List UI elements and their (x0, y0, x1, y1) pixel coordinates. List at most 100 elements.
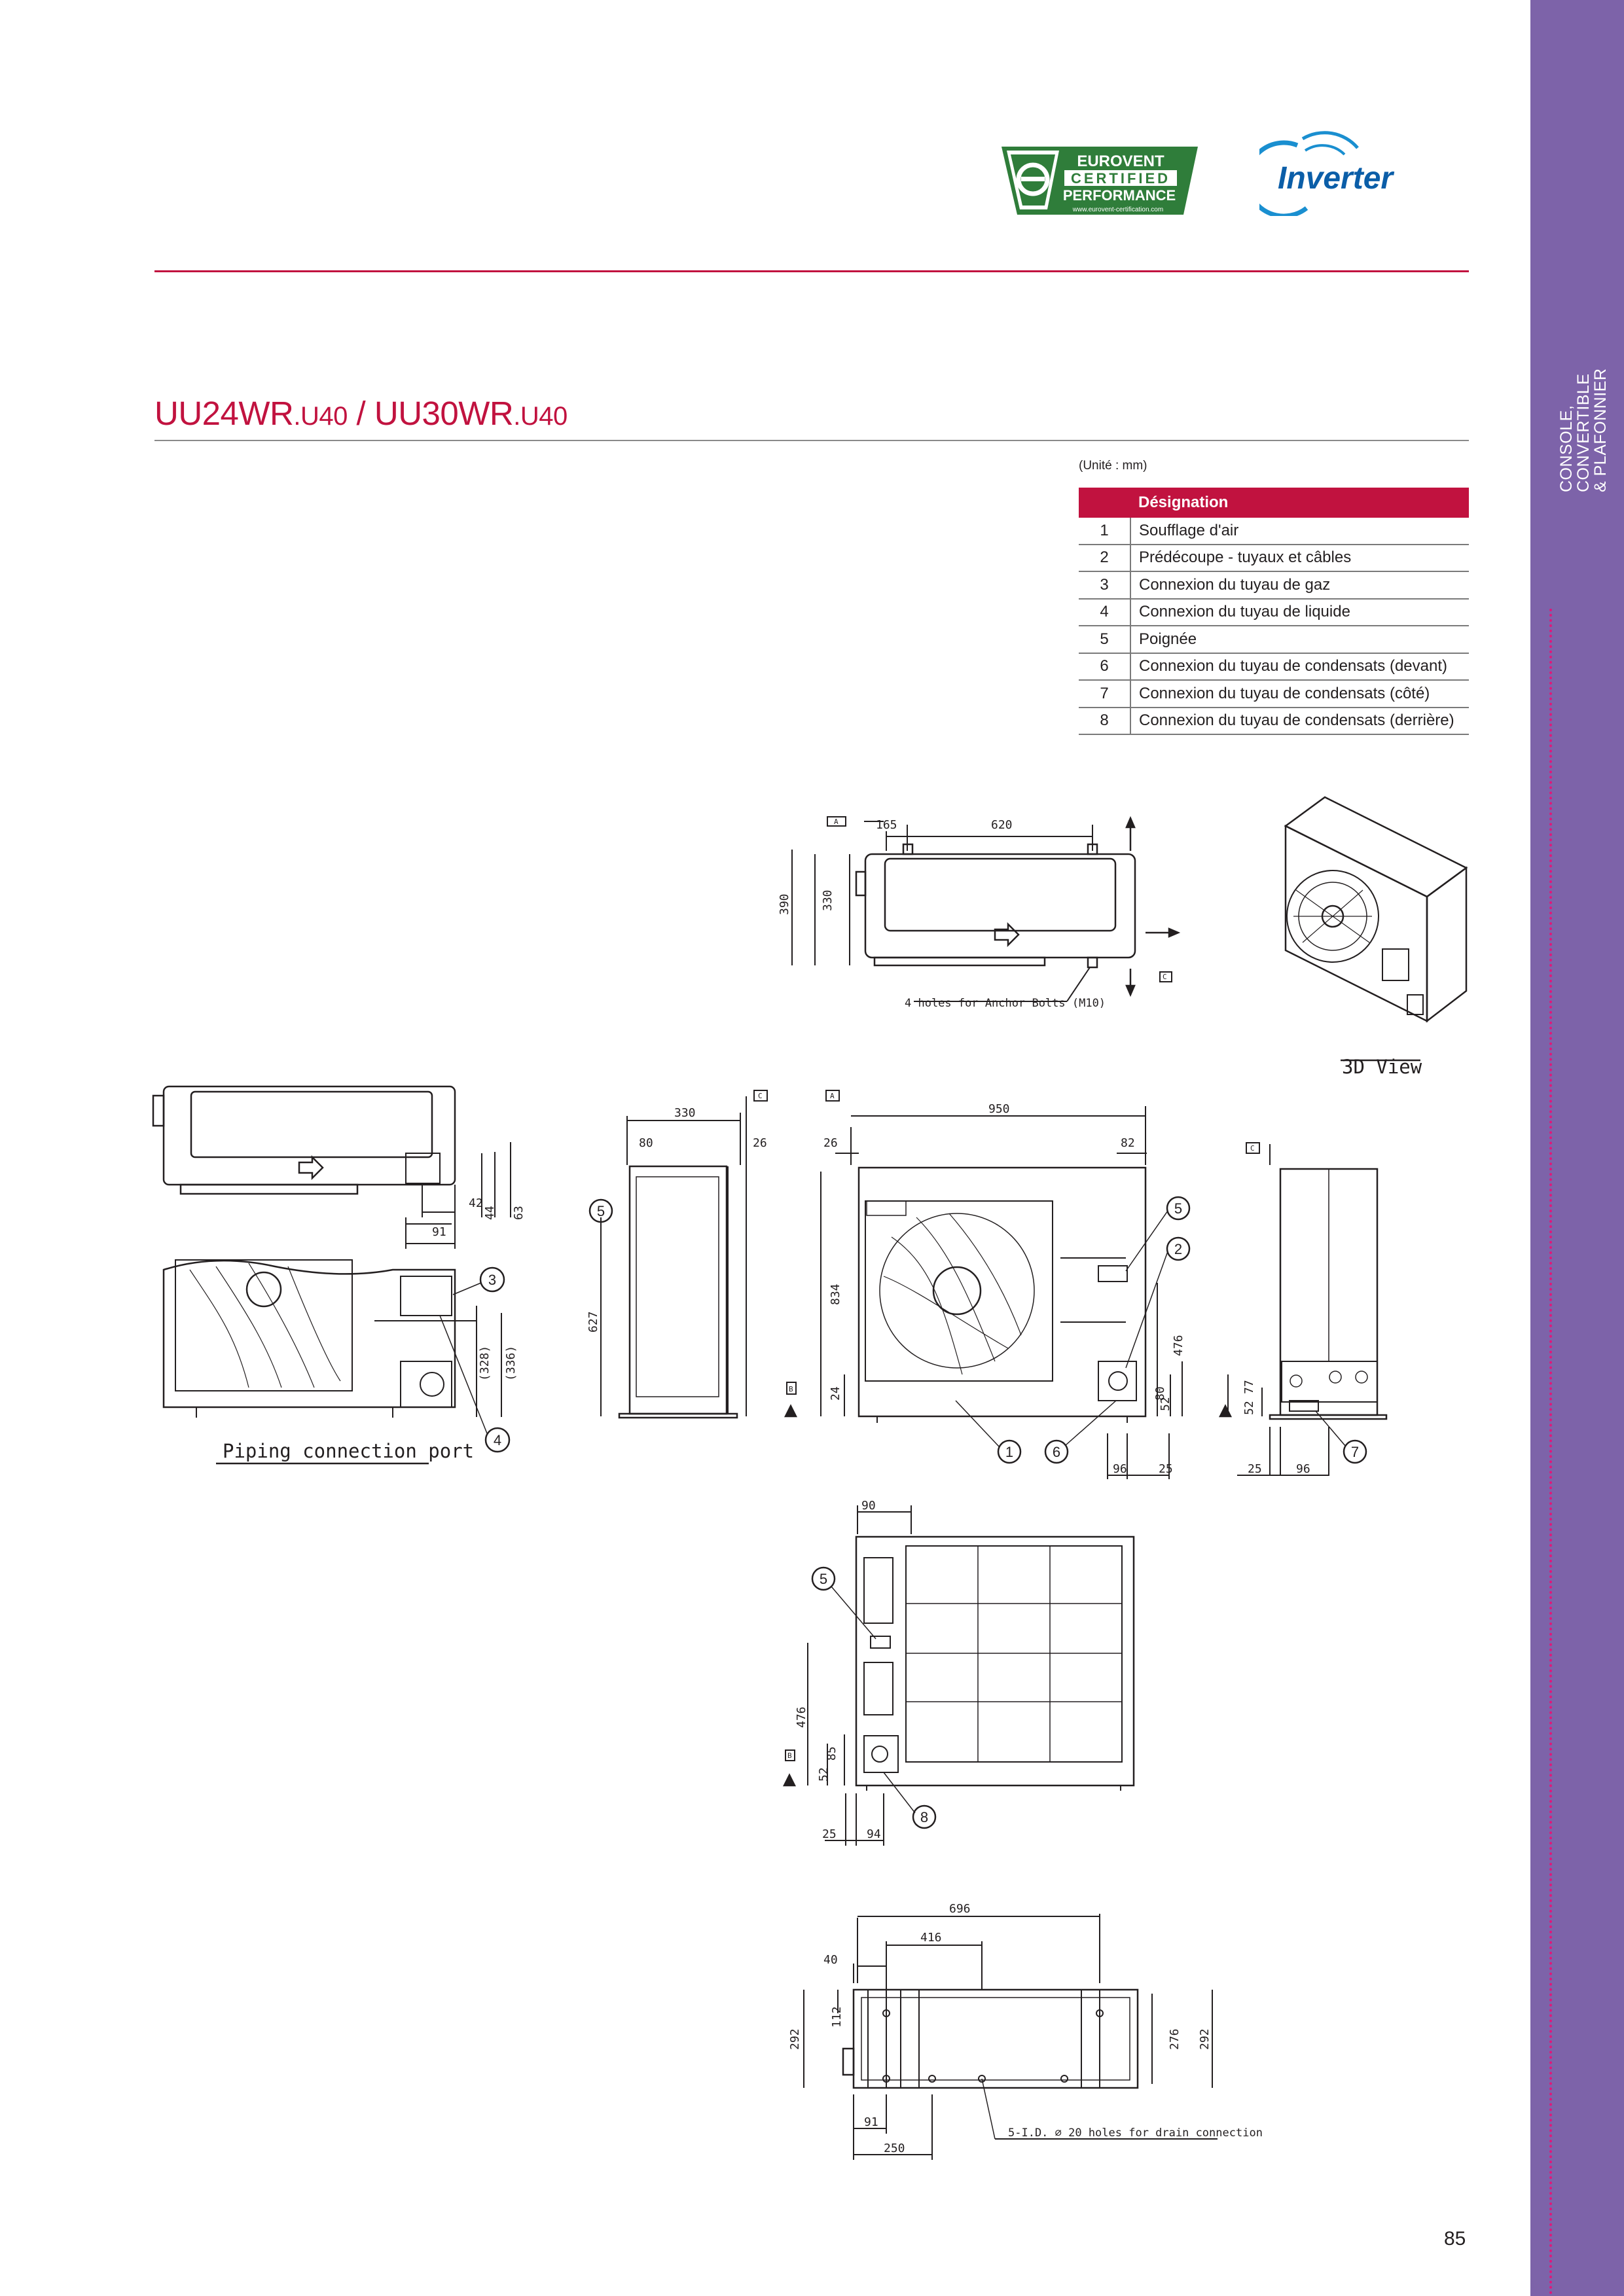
page-number: 85 (1444, 2228, 1466, 2250)
row-label: Connexion du tuyau de condensats (derriè… (1130, 707, 1469, 735)
dim-base-250: 250 (884, 2142, 905, 2155)
datum-b-front: B (789, 1385, 793, 1393)
dim-pipe-63: 63 (512, 1206, 526, 1220)
datum-c: C (1163, 973, 1167, 981)
dim-base-112: 112 (830, 2006, 844, 2028)
page-title: UU24WR.U40 / UU30WR.U40 (154, 395, 568, 432)
dim-right-77: 77 (1242, 1380, 1256, 1394)
dim-base-292-left: 292 (788, 2028, 802, 2050)
svg-text:www.eurovent-certification.com: www.eurovent-certification.com (1072, 206, 1163, 213)
unit-note: (Unité : mm) (1079, 459, 1147, 473)
row-number: 5 (1079, 626, 1131, 654)
dim-base-276: 276 (1168, 2028, 1182, 2050)
callout-5-rear: 5 (820, 1571, 827, 1587)
header-rule (154, 270, 1469, 272)
callout-5-front: 5 (1174, 1200, 1182, 1217)
datum-b-rear: B (787, 1751, 792, 1760)
title-rule (154, 440, 1469, 441)
dim-right-25: 25 (1248, 1462, 1262, 1476)
dim-base-40: 40 (823, 1953, 838, 1967)
datum-a-front: A (830, 1092, 835, 1100)
callout-6: 6 (1053, 1444, 1060, 1460)
row-number: 3 (1079, 571, 1131, 600)
front-view-drawing (784, 1090, 1191, 1479)
dim-front-26: 26 (823, 1136, 838, 1150)
right-view-drawing (1218, 1142, 1388, 1476)
dim-front-24: 24 (829, 1386, 842, 1401)
sidebar-dotted-line (1549, 609, 1552, 2296)
technical-drawings: 3D View Piping connecti (152, 796, 1468, 2160)
dim-front-80: 80 (1153, 1386, 1167, 1401)
dim-pipe-42: 42 (469, 1196, 483, 1210)
rear-view-drawing (782, 1505, 1135, 1846)
inverter-logo: Inverter (1259, 131, 1394, 216)
top-view-drawing (791, 816, 1181, 1002)
table-header: Désignation (1130, 488, 1469, 518)
dim-rear-476: 476 (795, 1706, 808, 1728)
piping-label: Piping connection port (223, 1440, 474, 1462)
callout-5-side: 5 (597, 1203, 605, 1219)
svg-text:EUROVENT: EUROVENT (1077, 152, 1164, 170)
callout-3: 3 (488, 1272, 496, 1288)
dim-rear-25: 25 (822, 1827, 837, 1841)
row-label: Connexion du tuyau de condensats (devant… (1130, 653, 1469, 681)
dim-front-476: 476 (1172, 1335, 1185, 1356)
row-label: Connexion du tuyau de liquide (1130, 598, 1469, 626)
dim-side-80: 80 (639, 1136, 653, 1150)
dim-right-52: 52 (1242, 1401, 1256, 1415)
row-label: Prédécoupe - tuyaux et câbles (1130, 544, 1469, 572)
svg-text:CERTIFIED: CERTIFIED (1071, 170, 1170, 187)
callout-7: 7 (1351, 1444, 1359, 1460)
dim-front-25: 25 (1159, 1462, 1173, 1476)
dim-side-627: 627 (586, 1311, 600, 1333)
piping-connection-drawing (152, 1085, 511, 1465)
table-header-row: Désignation (1079, 488, 1469, 518)
dim-base-696: 696 (949, 1902, 971, 1916)
dim-side-26: 26 (753, 1136, 767, 1150)
svg-text:Inverter: Inverter (1278, 161, 1394, 196)
dim-front-52: 52 (1159, 1397, 1172, 1411)
sidebar-section-label: CONSOLE, CONVERTIBLE & PLAFONNIER (1557, 368, 1610, 492)
3d-view-label: 3D View (1342, 1056, 1422, 1078)
row-number: 1 (1079, 518, 1131, 545)
dim-top-620: 620 (991, 818, 1013, 832)
dim-rear-94: 94 (867, 1827, 881, 1841)
base-view-drawing (803, 1914, 1218, 2160)
callout-1: 1 (1005, 1444, 1013, 1460)
row-number: 6 (1079, 653, 1131, 681)
dim-pipe-44: 44 (483, 1206, 497, 1220)
row-label: Connexion du tuyau de gaz (1130, 571, 1469, 600)
row-number: 7 (1079, 680, 1131, 708)
dim-rear-85: 85 (825, 1746, 839, 1761)
dim-rear-90: 90 (861, 1499, 876, 1513)
row-label: Soufflage d'air (1130, 518, 1469, 545)
dim-top-330: 330 (821, 889, 835, 911)
row-label: Poignée (1130, 626, 1469, 654)
row-label: Connexion du tuyau de condensats (côté) (1130, 680, 1469, 708)
anchor-bolts-note: 4 holes for Anchor Bolts (M10) (905, 997, 1106, 1010)
dim-rear-52: 52 (817, 1767, 831, 1782)
datum-c-side: C (758, 1092, 763, 1100)
dim-front-950: 950 (988, 1102, 1010, 1116)
datum-a: A (834, 817, 839, 826)
sidebar (1530, 0, 1624, 2296)
row-number: 8 (1079, 707, 1131, 735)
datum-c-right: C (1250, 1144, 1255, 1153)
3d-view-drawing (1284, 796, 1468, 1062)
dim-side-330: 330 (674, 1106, 696, 1120)
dim-front-82: 82 (1121, 1136, 1135, 1150)
dim-base-91: 91 (864, 2115, 878, 2129)
dim-right-96: 96 (1296, 1462, 1310, 1476)
callout-2: 2 (1174, 1241, 1182, 1257)
drain-holes-note: 5-I.D. ∅ 20 holes for drain connection (1008, 2126, 1263, 2140)
dim-pipe-336: (336) (504, 1346, 518, 1381)
dim-front-96: 96 (1113, 1462, 1127, 1476)
